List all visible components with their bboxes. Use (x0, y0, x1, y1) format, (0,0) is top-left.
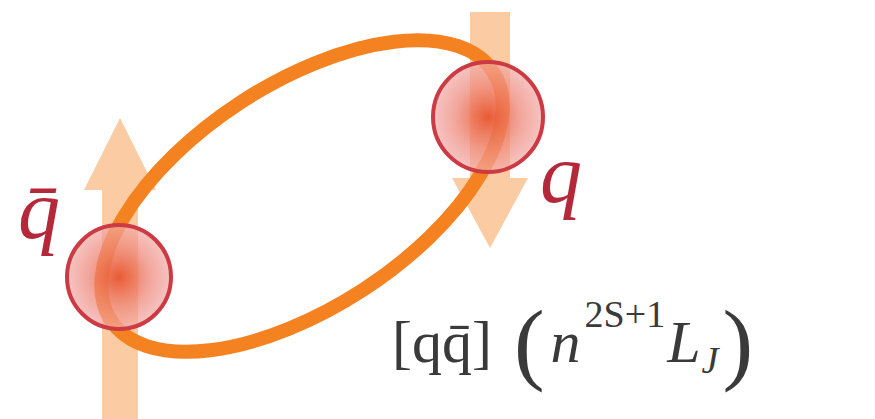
quark-content: [qq̄] (392, 312, 492, 372)
paren: ) (722, 296, 753, 388)
spectroscopic-notation: [qq̄] (n2S+1LJ) (392, 296, 753, 388)
orbit-ellipse (50, 0, 554, 414)
antiquark-label: q̄ (18, 168, 60, 252)
orbital-symbol: L (667, 312, 700, 372)
paren: ( (514, 296, 545, 388)
quark-label: q (540, 132, 582, 216)
quark-ball (433, 62, 543, 172)
antiquark-ball (67, 225, 171, 329)
total-j: J (702, 341, 719, 379)
spin-multiplicity: 2S+1 (585, 295, 666, 333)
radial-number: n (551, 312, 581, 372)
